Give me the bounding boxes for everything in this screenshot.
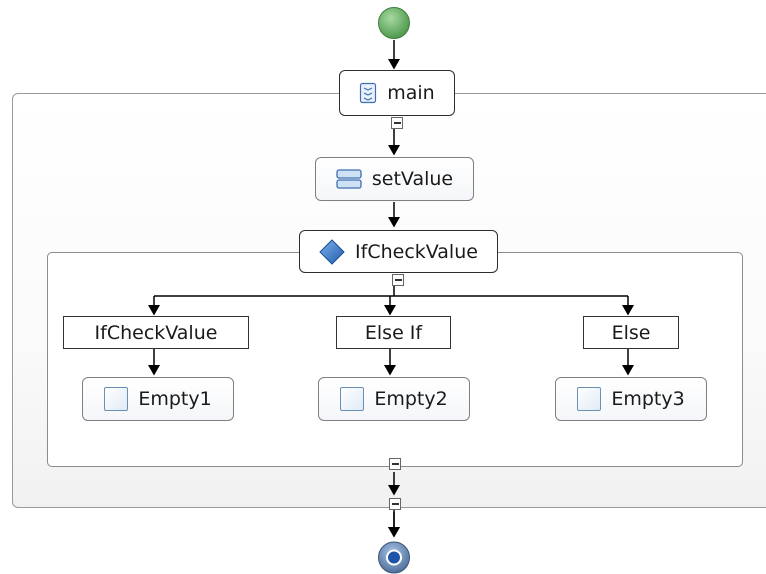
assign-node-setvalue[interactable]: setValue [315, 157, 474, 201]
empty-activity-node-1[interactable]: Empty1 [82, 377, 234, 421]
sequence-label: main [387, 82, 435, 104]
branch-condition-label: Else [611, 321, 651, 344]
if-diamond-icon [319, 238, 345, 265]
branch-condition-label: Else If [364, 321, 423, 344]
branch-condition-label: IfCheckValue [94, 321, 218, 344]
empty-activity-node-2[interactable]: Empty2 [318, 377, 470, 421]
empty-activity-node-3[interactable]: Empty3 [555, 377, 707, 421]
assign-label: setValue [371, 168, 454, 190]
sequence-node-main[interactable]: main [339, 70, 455, 116]
if-node[interactable]: IfCheckValue [299, 230, 498, 273]
empty-activity-label: Empty2 [374, 388, 448, 410]
start-event-icon[interactable] [377, 6, 411, 40]
empty-activity-icon [340, 387, 365, 411]
branch-condition-elseif[interactable]: Else If [336, 316, 451, 349]
empty-activity-label: Empty3 [611, 388, 685, 410]
empty-activity-icon [577, 387, 602, 411]
empty-activity-icon [104, 387, 129, 411]
branch-condition-if[interactable]: IfCheckValue [63, 316, 249, 349]
sequence-icon [360, 82, 377, 104]
collapse-main-exit-button[interactable] [389, 498, 401, 510]
collapse-if-exit-button[interactable] [389, 458, 401, 470]
collapse-main-button[interactable] [391, 117, 403, 129]
collapse-if-button[interactable] [392, 274, 404, 286]
if-label: IfCheckValue [355, 240, 478, 263]
end-event-icon[interactable] [377, 541, 411, 574]
assign-icon [336, 169, 362, 189]
branch-condition-else[interactable]: Else [583, 316, 679, 349]
empty-activity-label: Empty1 [138, 388, 212, 410]
if-scope [47, 252, 743, 467]
